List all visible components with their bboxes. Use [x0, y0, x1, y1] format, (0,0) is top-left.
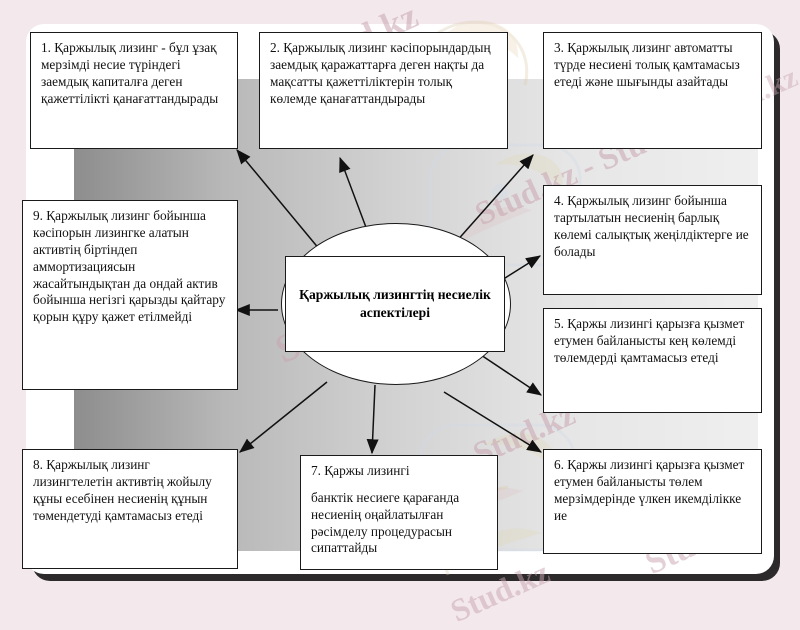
node-7-text-line2: банктік несиеге қарағанда несиенің оңайл… — [311, 489, 460, 556]
node-box-1[interactable]: 1. Қаржылық лизинг - бұл ұзақ мерзімді н… — [30, 32, 238, 149]
connector-to-node-6 — [443, 391, 543, 453]
connector-to-node-2 — [339, 156, 368, 231]
connector-layer — [234, 149, 543, 455]
node-box-8[interactable]: 8. Қаржылық лизинг лизингтелетін активті… — [22, 449, 238, 569]
node-1-text: 1. Қаржылық лизинг - бұл ұзақ мерзімді н… — [41, 40, 219, 106]
node-9-text: 9. Қаржылық лизинг бойынша кәсіпорын лиз… — [33, 208, 226, 325]
connector-to-node-7 — [366, 384, 379, 455]
connector-to-node-3 — [454, 154, 534, 244]
node-box-2[interactable]: 2. Қаржылық лизинг кәсіпорындардың заемд… — [259, 32, 508, 149]
node-6-text: 6. Қаржы лизингі қарызға қызмет етумен б… — [554, 457, 745, 523]
node-box-7[interactable]: 7. Қаржы лизингі банктік несиеге қараған… — [300, 455, 498, 570]
node-box-4[interactable]: 4. Қаржылық лизинг бойынша тартылатын не… — [543, 185, 762, 295]
connector-to-node-1 — [236, 149, 321, 251]
connector-to-node-5 — [477, 352, 542, 396]
node-box-9[interactable]: 9. Қаржылық лизинг бойынша кәсіпорын лиз… — [22, 200, 238, 390]
node-7-text-line1: 7. Қаржы лизингі — [311, 463, 410, 478]
node-box-5[interactable]: 5. Қаржы лизингі қарызға қызмет етумен б… — [543, 308, 762, 413]
node-8-text: 8. Қаржылық лизинг лизингтелетін активті… — [33, 457, 212, 523]
center-label-box[interactable]: Қаржылық лизингтің несиелік аспектілері — [285, 256, 505, 352]
node-2-text: 2. Қаржылық лизинг кәсіпорындардың заемд… — [270, 40, 491, 106]
node-4-text: 4. Қаржылық лизинг бойынша тартылатын не… — [554, 193, 749, 259]
node-7-spacer — [311, 480, 488, 490]
node-3-text: 3. Қаржылық лизинг автоматты түрде несие… — [554, 40, 740, 89]
node-5-text: 5. Қаржы лизингі қарызға қызмет етумен б… — [554, 316, 745, 365]
node-box-6[interactable]: 6. Қаржы лизингі қарызға қызмет етумен б… — [543, 449, 762, 554]
connector-to-node-8 — [239, 381, 328, 453]
node-box-3[interactable]: 3. Қаржылық лизинг автоматты түрде несие… — [543, 32, 762, 149]
center-label: Қаржылық лизингтің несиелік аспектілері — [299, 287, 491, 320]
